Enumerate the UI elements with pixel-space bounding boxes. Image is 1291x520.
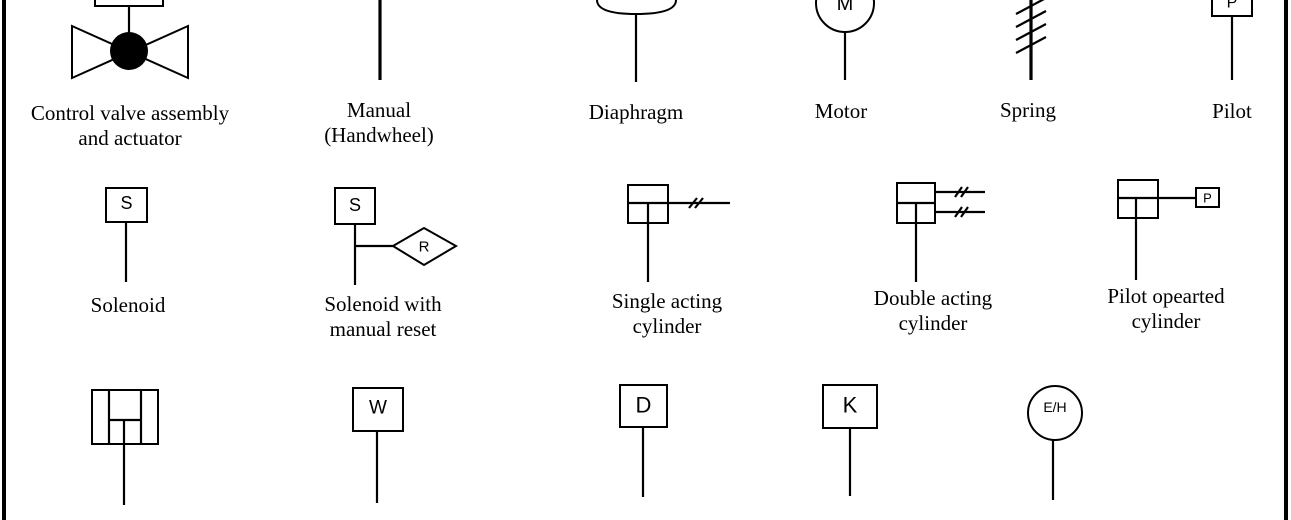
motor-symbol: M <box>815 0 875 80</box>
control-valve-symbol <box>71 0 189 80</box>
pilot-cylinder-label: Pilot opearted cylinder <box>1107 284 1225 333</box>
spring-symbol <box>1015 0 1047 80</box>
solenoid-reset-symbol: S R <box>334 187 458 285</box>
k-actuator-symbol: K <box>822 384 878 496</box>
single-acting-cylinder-symbol <box>627 184 730 282</box>
single-acting-label: Single acting cylinder <box>611 289 723 338</box>
eh-actuator-symbol: E/H <box>1027 385 1083 500</box>
d-actuator-symbol: D <box>619 384 668 497</box>
pilot-label: Pilot <box>1212 99 1252 123</box>
manual-label: Manual (Handwheel) <box>324 98 434 147</box>
d-letter: D <box>636 393 652 418</box>
diaphragm-label: Diaphragm <box>588 100 684 124</box>
motor-label: Motor <box>814 99 868 123</box>
control-valve-label: Control valve assembly and actuator <box>30 101 230 150</box>
solenoid-reset-label: Solenoid with manual reset <box>324 292 442 341</box>
solenoid-label: Solenoid <box>90 293 166 317</box>
eh-letter: E/H <box>1043 399 1066 415</box>
double-acting-label: Double acting cylinder <box>873 286 993 335</box>
reset-letter: R <box>419 239 430 256</box>
solenoid-letter: S <box>120 193 132 213</box>
pilot-operated-cylinder-symbol: P <box>1117 179 1220 280</box>
h-actuator-symbol <box>91 389 159 505</box>
pilot-letter: P <box>1227 0 1238 12</box>
solenoid-reset-letter: S <box>349 195 361 215</box>
w-actuator-symbol: W <box>352 387 404 503</box>
diaphragm-symbol <box>596 0 677 82</box>
pilot-symbol: P <box>1211 0 1253 80</box>
double-acting-cylinder-symbol <box>896 182 985 282</box>
spring-label: Spring <box>999 98 1057 122</box>
solenoid-symbol: S <box>105 187 148 282</box>
motor-letter: M <box>837 0 854 15</box>
w-letter: W <box>369 398 387 419</box>
k-letter: K <box>843 393 858 418</box>
pilot-cylinder-letter: P <box>1203 191 1212 206</box>
